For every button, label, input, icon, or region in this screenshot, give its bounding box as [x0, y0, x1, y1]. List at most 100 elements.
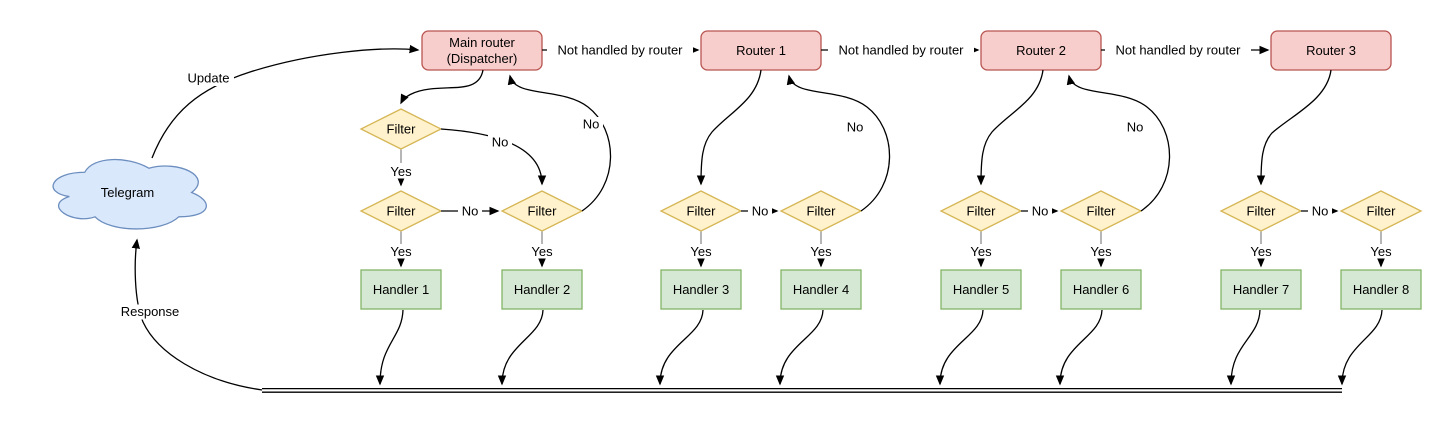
yes-label: Yes: [970, 244, 992, 259]
yes-label: Yes: [531, 244, 553, 259]
edge-handler4-to-bus: [775, 309, 824, 386]
handler-8-box: [1340, 269, 1422, 310]
handler-5-box: [940, 269, 1022, 310]
label-bg: [1308, 204, 1332, 218]
yes-label: Yes: [390, 244, 412, 259]
edge-handler8-to-bus: [1337, 309, 1383, 386]
label-no-horizontal-dispatcher: No: [458, 204, 482, 219]
cloud-telegram: Telegram: [52, 158, 207, 230]
label-bg: [967, 244, 995, 259]
response-bus-line: [262, 387, 1342, 393]
node-handler-1: Handler 1: [360, 269, 442, 310]
filter-label: Filter: [1367, 204, 1397, 219]
label-yes-1: Yes: [387, 244, 415, 259]
edge-handler5-to-bus: [935, 309, 984, 386]
label-yes-7: Yes: [1247, 244, 1275, 259]
label-yes-2: Yes: [528, 244, 556, 259]
not-handled-label: Not handled by router: [557, 43, 683, 58]
label-no-return-router2: No: [1123, 120, 1147, 135]
handler-3-box: [660, 269, 742, 310]
cloud-telegram-label: Telegram: [101, 185, 154, 200]
label-no-horizontal-router2: No: [1028, 204, 1052, 219]
main-router-label-line1: Main router: [449, 35, 515, 50]
handler-1-box: [360, 269, 442, 310]
edge-router2-to-filter: [976, 69, 1044, 186]
label-no-return-dispatcher: No: [579, 117, 603, 132]
no-label: No: [1032, 204, 1049, 219]
label-not-handled-1: Not handled by router: [547, 42, 693, 58]
node-filter-router1-right: Filter: [779, 190, 863, 232]
filter-label: Filter: [1087, 204, 1117, 219]
label-no-filtertop: No: [488, 135, 512, 150]
edge-dispatcher-to-filter: [400, 69, 484, 105]
no-label: No: [492, 135, 509, 150]
node-filter-dispatcher-right: Filter: [500, 190, 584, 232]
no-label: No: [583, 117, 600, 132]
edge-response: [131, 238, 263, 391]
handler-4-label: Handler 4: [793, 282, 849, 297]
yes-label: Yes: [690, 244, 712, 259]
label-bg: [387, 244, 415, 259]
handler-2-box: [501, 269, 583, 310]
not-handled-label: Not handled by router: [1115, 43, 1241, 58]
handler-8-label: Handler 8: [1353, 282, 1409, 297]
filter-diamond: [359, 108, 443, 150]
node-router-2: Router 2: [980, 30, 1102, 71]
label-bg: [458, 204, 482, 218]
filter-diamond: [659, 190, 743, 232]
handler-6-label: Handler 6: [1073, 282, 1129, 297]
handler-6-box: [1060, 269, 1142, 310]
filter-label: Filter: [807, 204, 837, 219]
label-bg: [488, 135, 512, 149]
node-filter-router2-left: Filter: [939, 190, 1023, 232]
edge-router1-to-filter: [696, 69, 762, 186]
node-handler-2: Handler 2: [501, 269, 583, 310]
node-handler-8: Handler 8: [1340, 269, 1422, 310]
cloud-shape: [52, 158, 207, 230]
edge-handler2-to-bus: [497, 309, 544, 386]
label-no-horizontal-router1: No: [748, 204, 772, 219]
label-bg: [1247, 244, 1275, 259]
label-bg: [579, 117, 603, 131]
response-label: Response: [121, 304, 180, 319]
node-filter-dispatcher-left: Filter: [359, 190, 443, 232]
label-response: Response: [117, 304, 183, 320]
node-router-3: Router 3: [1270, 30, 1392, 71]
label-yes-filtertop: Yes: [387, 164, 415, 179]
label-bg: [528, 244, 556, 259]
filter-label: Filter: [1247, 204, 1277, 219]
main-router-label-line2: (Dispatcher): [447, 51, 518, 66]
handler-3-label: Handler 3: [673, 282, 729, 297]
no-label: No: [752, 204, 769, 219]
filter-diamond: [1339, 190, 1423, 232]
update-label: Update: [188, 71, 230, 86]
label-yes-6: Yes: [1087, 244, 1115, 259]
filter-diamond: [500, 190, 584, 232]
filter-label: Filter: [687, 204, 717, 219]
label-bg: [843, 120, 867, 134]
label-bg: [1087, 244, 1115, 259]
label-yes-4: Yes: [807, 244, 835, 259]
node-filter-router3-left: Filter: [1219, 190, 1303, 232]
edge-router3-to-filter: [1256, 69, 1332, 186]
label-yes-3: Yes: [687, 244, 715, 259]
label-bg: [387, 164, 415, 179]
node-handler-7: Handler 7: [1220, 269, 1302, 310]
edge-filter-top-no-to-right-filter: [440, 128, 547, 186]
label-not-handled-2: Not handled by router: [828, 42, 974, 58]
edge-filter-no-return-dispatcher: [507, 74, 612, 212]
node-handler-4: Handler 4: [780, 269, 862, 310]
edge-handler3-to-bus: [655, 309, 704, 386]
edge-filter-no-return-router2: [1066, 74, 1171, 212]
node-handler-6: Handler 6: [1060, 269, 1142, 310]
node-handler-5: Handler 5: [940, 269, 1022, 310]
router-2-label: Router 2: [1016, 43, 1066, 58]
filter-diamond: [1059, 190, 1143, 232]
filter-diamond: [939, 190, 1023, 232]
yes-label: Yes: [1090, 244, 1112, 259]
filter-label: Filter: [387, 122, 417, 137]
node-router-1: Router 1: [700, 30, 822, 71]
edge-update: [151, 44, 420, 159]
